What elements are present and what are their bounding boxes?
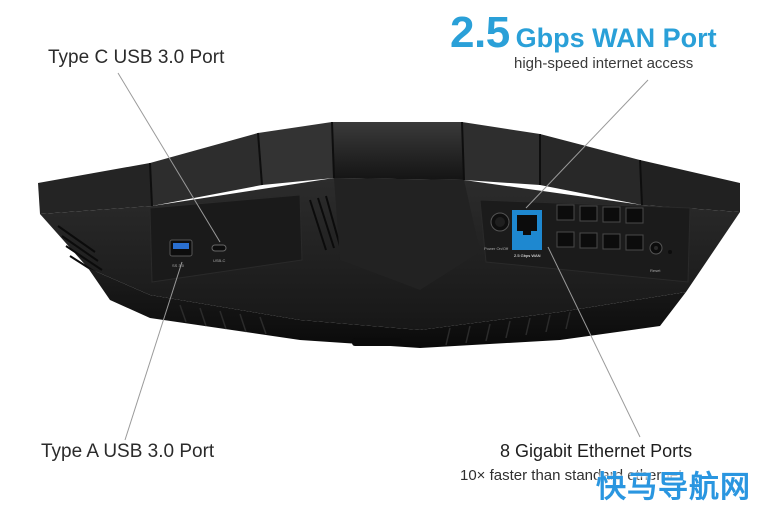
ethernet-ports-title: 8 Gigabit Ethernet Ports bbox=[500, 441, 693, 461]
wan-speed-value: 2.5 bbox=[450, 8, 510, 57]
bottom-grille bbox=[179, 304, 571, 346]
watermark: 快马导航网 bbox=[596, 471, 751, 504]
usb-c-port bbox=[211, 244, 227, 252]
router-bottom bbox=[88, 268, 686, 348]
type-a-usb-label: Type A USB 3.0 Port bbox=[41, 441, 215, 462]
ethernet-ports-subtitle: 10× faster than standard ethernet bbox=[460, 467, 683, 484]
usb-a-port-label: SS 3.0 bbox=[172, 263, 185, 268]
usb-c-port-label: USB-C bbox=[213, 258, 226, 263]
wan-port bbox=[512, 210, 542, 250]
callout-line-wan bbox=[525, 79, 649, 209]
ethernet-ports bbox=[556, 204, 644, 251]
usb-a-port bbox=[169, 239, 193, 257]
power-button bbox=[490, 212, 510, 232]
callout-line-ethernet bbox=[547, 246, 641, 438]
wan-speed-unit: Gbps WAN Port bbox=[515, 23, 717, 53]
dc-power-jack bbox=[649, 241, 663, 255]
callout-line-type-c bbox=[117, 72, 221, 243]
wan-port-subtitle: high-speed internet access bbox=[514, 55, 694, 72]
callout-line-type-a bbox=[124, 261, 183, 441]
left-port-panel bbox=[149, 194, 303, 283]
type-c-usb-label: Type C USB 3.0 Port bbox=[48, 47, 225, 68]
router-foot bbox=[352, 338, 402, 346]
power-button-label: Power On/Off bbox=[484, 246, 509, 251]
reset-pinhole bbox=[668, 250, 672, 254]
wan-port-label: 2.5 Gbps WAN bbox=[514, 253, 541, 258]
center-wedge bbox=[334, 178, 480, 290]
reset-label: Reset bbox=[650, 268, 661, 273]
router-top-fins bbox=[38, 121, 740, 214]
